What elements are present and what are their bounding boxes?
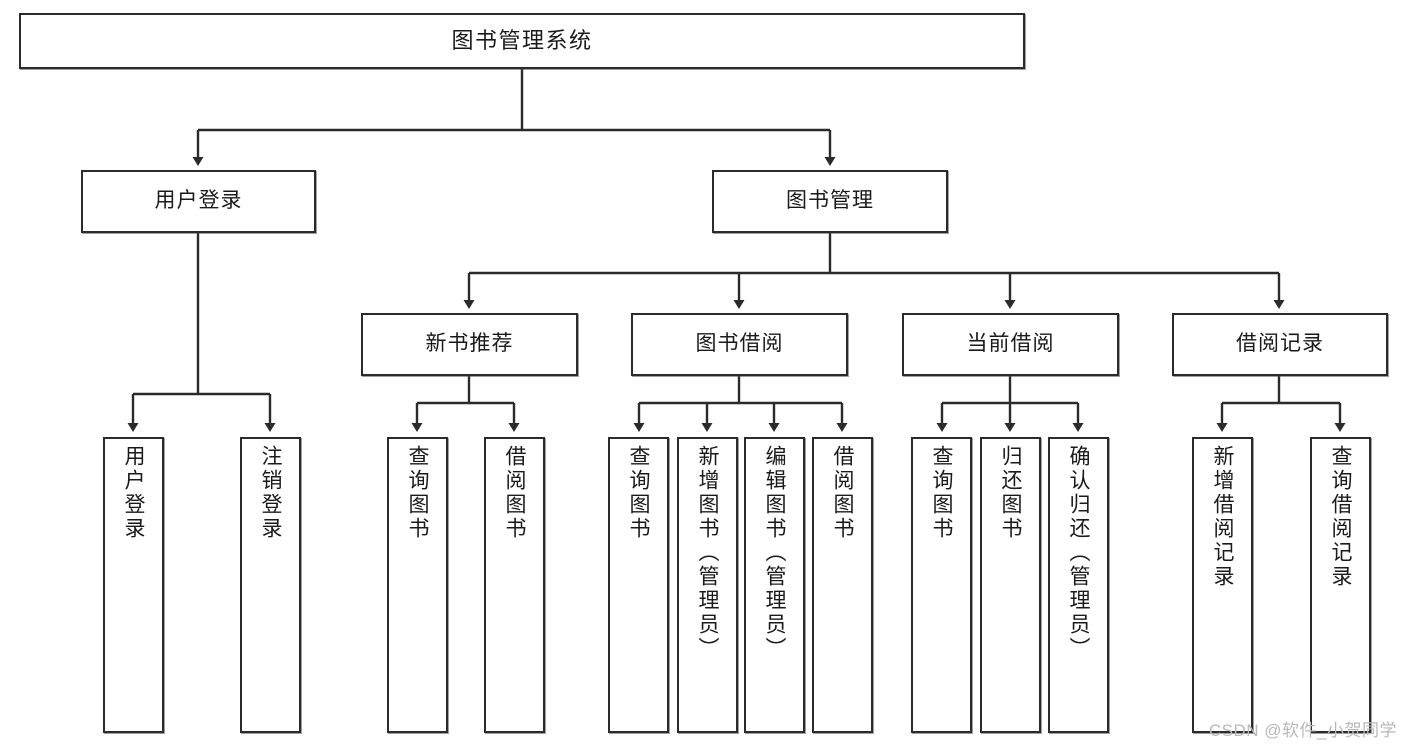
node-label: 新增图书（管理员） xyxy=(696,445,719,661)
node-label: 确认归还（管理员） xyxy=(1067,445,1090,661)
node-label: 图书借阅 xyxy=(695,332,784,356)
node-borrow-record[interactable]: 借阅记录 xyxy=(1172,313,1388,376)
node-leaf-user-login[interactable]: 用户登录 xyxy=(103,437,164,733)
node-book-borrow[interactable]: 图书借阅 xyxy=(631,313,848,376)
node-label: 图书管理系统 xyxy=(451,28,593,54)
node-leaf-logout[interactable]: 注销登录 xyxy=(240,437,301,733)
node-label: 新书推荐 xyxy=(425,332,514,356)
watermark: CSDN @软件_小贺同学 xyxy=(1208,721,1397,740)
node-label: 归还图书 xyxy=(999,445,1022,541)
node-leaf-borrow-book-2[interactable]: 借阅图书 xyxy=(812,437,873,733)
node-leaf-query-book-2[interactable]: 查询图书 xyxy=(608,437,669,733)
node-label: 查询图书 xyxy=(406,445,429,541)
node-label: 注销登录 xyxy=(259,445,282,541)
node-label: 图书管理 xyxy=(786,189,874,213)
node-label: 查询借阅记录 xyxy=(1329,445,1352,589)
node-leaf-query-record[interactable]: 查询借阅记录 xyxy=(1310,437,1371,733)
node-label: 查询图书 xyxy=(627,445,650,541)
node-label: 新增借阅记录 xyxy=(1211,445,1234,589)
node-label: 借阅记录 xyxy=(1236,332,1324,356)
node-label: 查询图书 xyxy=(930,445,953,541)
node-leaf-edit-book[interactable]: 编辑图书（管理员） xyxy=(744,437,805,733)
node-label: 当前借阅 xyxy=(966,332,1055,356)
node-user-login[interactable]: 用户登录 xyxy=(81,170,316,233)
node-book-manage[interactable]: 图书管理 xyxy=(712,170,948,233)
node-new-book-recommend[interactable]: 新书推荐 xyxy=(361,313,578,376)
node-leaf-query-book-3[interactable]: 查询图书 xyxy=(911,437,972,733)
node-leaf-query-book-1[interactable]: 查询图书 xyxy=(387,437,448,733)
node-leaf-return-book[interactable]: 归还图书 xyxy=(980,437,1041,733)
node-label: 借阅图书 xyxy=(831,445,854,541)
node-label: 借阅图书 xyxy=(503,445,526,541)
node-label: 用户登录 xyxy=(154,189,243,213)
node-current-borrow[interactable]: 当前借阅 xyxy=(902,313,1119,376)
node-leaf-add-book[interactable]: 新增图书（管理员） xyxy=(677,437,738,733)
node-leaf-borrow-book-1[interactable]: 借阅图书 xyxy=(484,437,545,733)
node-leaf-add-record[interactable]: 新增借阅记录 xyxy=(1192,437,1253,733)
node-leaf-confirm-return[interactable]: 确认归还（管理员） xyxy=(1048,437,1109,733)
node-root-system[interactable]: 图书管理系统 xyxy=(19,13,1025,69)
node-label: 用户登录 xyxy=(122,445,145,541)
node-label: 编辑图书（管理员） xyxy=(763,445,786,661)
